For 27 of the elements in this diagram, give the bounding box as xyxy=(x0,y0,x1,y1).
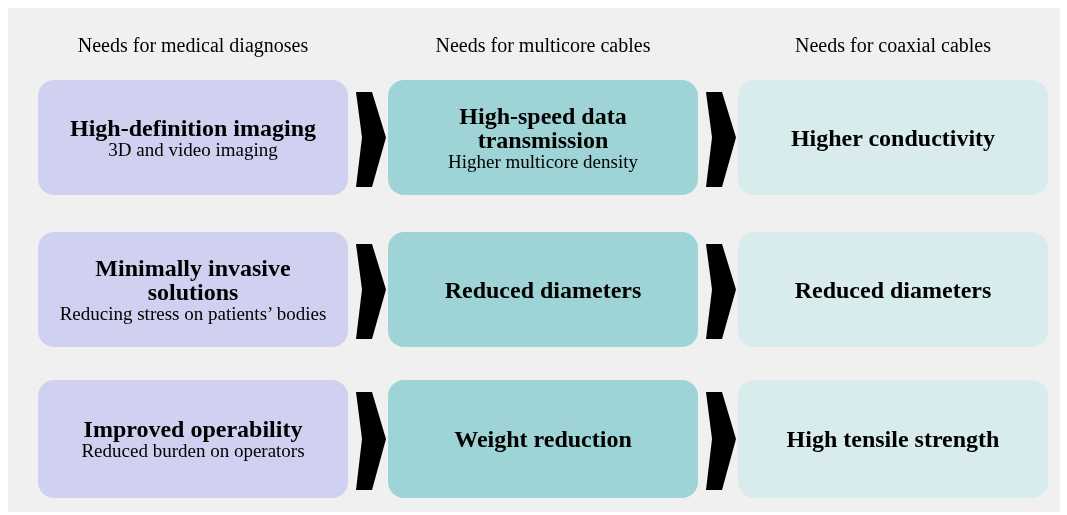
need-box xyxy=(38,380,348,498)
box-subtitle: Higher multicore density xyxy=(448,151,638,172)
need-box xyxy=(388,232,698,347)
box-title: Minimally invasive solutions xyxy=(94,255,292,304)
box-subtitle: Reduced burden on operators xyxy=(81,441,305,461)
box-title: Improved operability xyxy=(83,417,303,441)
box-title: Reduced diameters xyxy=(794,277,992,302)
box-subtitle: Reducing stress on patients’ bodies xyxy=(59,303,327,324)
box-title: High tensile strength xyxy=(786,427,1000,451)
column-heading: Needs for medical diagnoses xyxy=(76,34,310,57)
chevron-arrow xyxy=(356,244,386,339)
box-title: High-definition imaging xyxy=(69,115,316,140)
need-box xyxy=(388,80,698,195)
need-box xyxy=(38,80,348,195)
chevron-arrow xyxy=(706,92,736,187)
box-title: Weight reduction xyxy=(454,427,632,451)
chevron-arrow xyxy=(706,244,736,339)
need-box xyxy=(388,380,698,498)
chevron-arrow xyxy=(706,392,736,490)
chevron-arrow xyxy=(356,392,386,490)
column-heading: Needs for multicore cables xyxy=(434,34,652,57)
need-box xyxy=(38,232,348,347)
box-title: Higher conductivity xyxy=(790,125,996,150)
chevron-arrow xyxy=(356,92,386,187)
box-title: High-speed data transmission xyxy=(458,103,628,152)
column-heading: Needs for coaxial cables xyxy=(794,34,992,57)
box-title: Reduced diameters xyxy=(444,277,642,302)
